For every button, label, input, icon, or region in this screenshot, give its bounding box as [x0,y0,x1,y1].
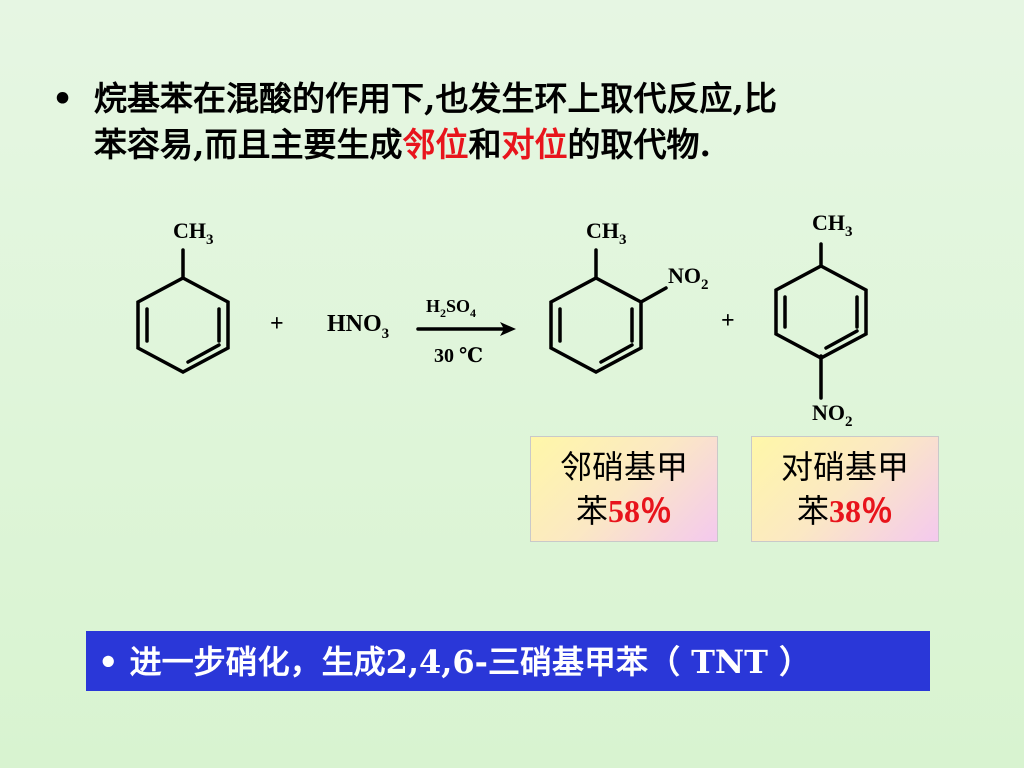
ortho-name-line-1: 邻硝基甲 [559,448,688,486]
arrow-head [500,322,516,336]
bullet-text: 烷基苯在混酸的作用下,也发生环上取代反应,比 苯容易,而且主要生成邻位和对位的取… [94,76,974,168]
para-yield-box: 对硝基甲 苯38％ [751,436,939,542]
para-highlight: 对位 [501,125,568,164]
ortho-highlight: 邻位 [402,125,469,164]
ortho-name-line-2: 苯58％ [575,492,673,530]
bullet-line-1: 烷基苯在混酸的作用下,也发生环上取代反应,比 [94,79,777,118]
tnt-note-box: • 进一步硝化，生成2,4,6-三硝基甲苯（ TNT ） [86,631,930,691]
nitric-acid-label: HNO3 [327,311,389,342]
para-name-line-2: 苯38％ [796,492,894,530]
bullet-line-2-pre: 苯容易,而且主要生成 [94,125,403,164]
catalyst-label: H2SO4 [426,296,476,320]
ortho-yield-box: 邻硝基甲 苯58％ [530,436,718,542]
temperature-label: 30 ℃ [434,345,483,367]
plus-sign-1: + [270,311,284,337]
toluene-structure [136,248,230,374]
bullet-dot: • [52,79,74,118]
bullet-line-2-post: 的取代物. [567,125,712,164]
ortho-ch3-label: CH3 [586,218,627,248]
toluene-ch3-label: CH3 [173,218,214,248]
para-name-line-1: 对硝基甲 [780,448,909,486]
para-ch3-label: CH3 [812,210,853,240]
para-nitrotoluene-structure [774,242,868,400]
ortho-no2-label: NO2 [668,263,709,293]
para-yield-percent: 38％ [829,493,894,529]
ortho-nitrotoluene-structure [549,248,668,374]
tnt-note-text: • 进一步硝化，生成2,4,6-三硝基甲苯（ TNT ） [98,643,812,681]
para-no2-label: NO2 [812,400,853,430]
ortho-yield-percent: 58％ [608,493,673,529]
plus-sign-2: + [721,308,735,334]
and-word: 和 [468,125,502,164]
bullet-line-2: 苯容易,而且主要生成邻位和对位的取代物. [94,122,974,168]
